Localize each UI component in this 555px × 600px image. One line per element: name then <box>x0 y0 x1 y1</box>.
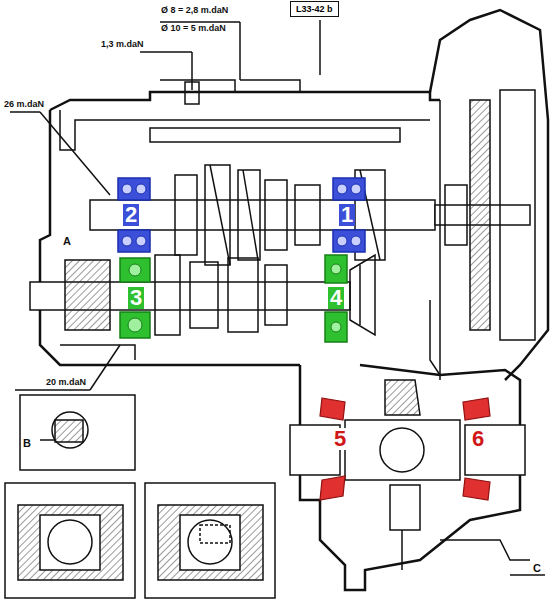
callout-number: 3 <box>128 287 144 309</box>
callout-number: 4 <box>328 287 344 309</box>
torque-note: Ø 8 = 2,8 m.daN <box>160 6 229 15</box>
callout-number: 6 <box>470 428 486 450</box>
torque-note: 26 m.daN <box>3 100 45 109</box>
torque-note: 1,3 m.daN <box>100 40 145 49</box>
detail-letter: A <box>62 236 72 247</box>
callout-number: 5 <box>332 428 348 450</box>
reference-box: L33-42 b <box>290 1 339 17</box>
callout-number: 1 <box>339 204 355 226</box>
detail-letter: B <box>22 438 32 449</box>
torque-note: 20 m.daN <box>45 378 87 387</box>
detail-letter: C <box>532 563 542 574</box>
torque-note: Ø 10 = 5 m.daN <box>160 24 227 33</box>
callout-number: 2 <box>123 204 139 226</box>
reference-text: L33-42 b <box>296 4 333 14</box>
